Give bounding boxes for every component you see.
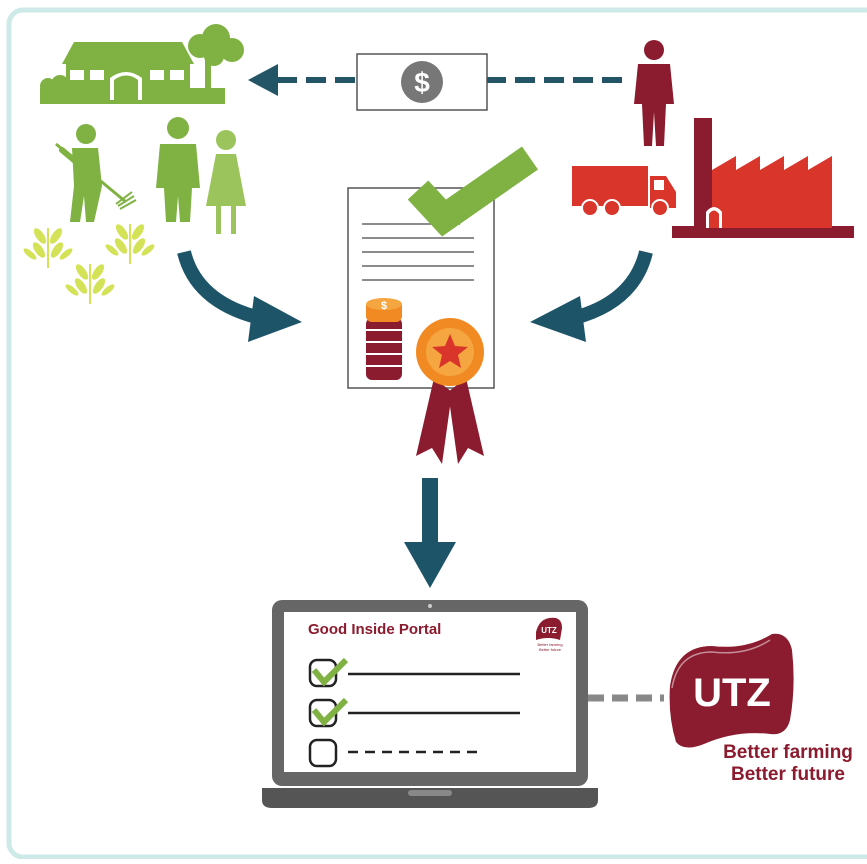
check-icon — [311, 657, 349, 687]
mini-utz-brand: UTZ — [541, 626, 557, 635]
payment-flow-arrow — [248, 64, 622, 96]
farmer-man-icon — [156, 117, 200, 222]
delivery-truck-icon — [572, 166, 676, 217]
utz-tagline-line2: Better future — [731, 764, 845, 785]
wheat-plant-icon — [23, 224, 155, 304]
portal-checklist — [308, 657, 520, 768]
award-rosette-icon — [416, 318, 484, 464]
farmer-with-rake-icon — [55, 124, 137, 222]
checklist-item[interactable] — [308, 657, 520, 688]
money-bill-icon: $ — [356, 53, 488, 111]
coin-symbol: $ — [381, 300, 387, 312]
checkbox-unchecked[interactable] — [308, 738, 338, 768]
checkmark-icon — [407, 146, 539, 237]
checklist-item[interactable] — [308, 738, 484, 768]
mini-utz-logo: UTZ Better farming Better future — [536, 617, 563, 652]
factory-icon — [672, 118, 854, 238]
mini-utz-tagline-1: Better farming — [537, 642, 562, 647]
down-arrow-head — [404, 542, 456, 588]
tree-icon — [188, 24, 244, 102]
check-icon — [311, 697, 349, 727]
portal-title: Good Inside Portal — [308, 621, 441, 638]
coin-stack-icon: $ — [366, 298, 402, 380]
industry-to-certificate-arrow — [572, 250, 653, 325]
money-symbol: $ — [414, 67, 430, 98]
farmer-woman-icon — [206, 130, 246, 234]
utz-tagline-line1: Better farming — [723, 742, 853, 763]
certificate-to-portal-arrow — [422, 478, 438, 544]
utz-badge-icon — [669, 633, 794, 748]
farm-arrow-head — [248, 296, 302, 342]
buyer-person-icon — [634, 40, 674, 146]
industry-arrow-head — [530, 296, 586, 342]
farm-to-certificate-arrow — [177, 250, 262, 325]
checklist-item[interactable] — [308, 697, 520, 728]
farm-house-icon — [40, 42, 225, 104]
mini-utz-tagline-2: Better future — [539, 647, 562, 652]
utz-brand-text: UTZ — [693, 671, 771, 715]
